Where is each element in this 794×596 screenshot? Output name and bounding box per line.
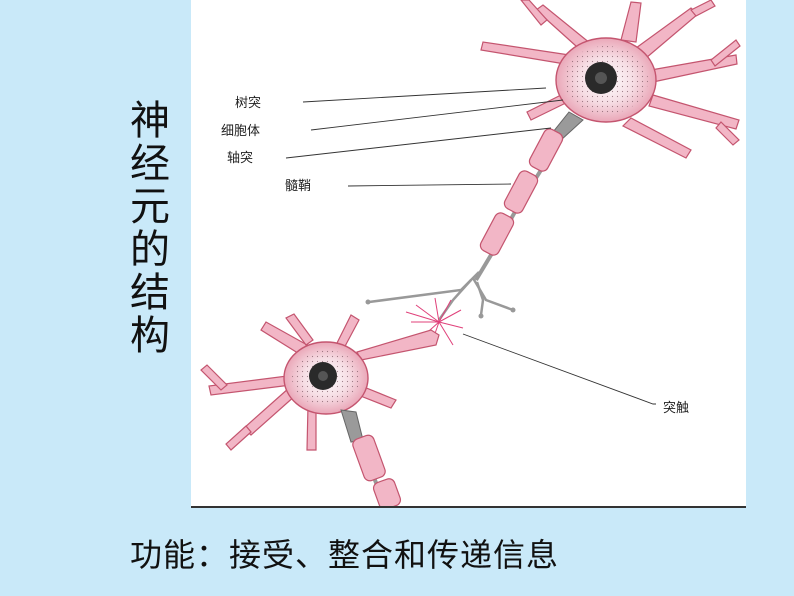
title-char: 元	[130, 184, 170, 230]
lower-neuron	[200, 313, 440, 508]
upper-nucleolus	[595, 72, 607, 84]
label-cell-body: 细胞体	[221, 124, 260, 139]
title-char: 经	[130, 141, 170, 187]
axon-terminals	[368, 271, 514, 321]
neuron-diagram: 树突 细胞体 轴突 髓鞘 突触	[200, 0, 741, 508]
upper-dendrites	[480, 0, 741, 159]
function-caption: 功能：接受、整合和传递信息	[130, 536, 560, 574]
lower-myelin-segments	[352, 434, 402, 508]
title-char: 结	[130, 270, 170, 316]
lower-dendrites	[200, 313, 440, 451]
label-dendrite: 树突	[235, 95, 261, 111]
lower-axon-hillock	[340, 409, 364, 443]
panel-baseline	[191, 506, 746, 508]
upper-myelin-segments	[479, 128, 564, 256]
lower-nucleolus	[318, 371, 328, 381]
title-char: 神	[130, 98, 170, 144]
title-char: 的	[130, 227, 170, 273]
upper-neuron	[365, 0, 741, 321]
title-char: 构	[130, 313, 170, 359]
leader-lines	[285, 87, 656, 405]
diagram-panel: 树突 细胞体 轴突 髓鞘 突触	[191, 0, 746, 508]
label-myelin-sheath: 髓鞘	[285, 179, 311, 194]
label-synapse: 突触	[663, 400, 689, 416]
vertical-title: 神 经 元 的 结 构	[122, 100, 178, 358]
label-axon: 轴突	[227, 150, 253, 166]
